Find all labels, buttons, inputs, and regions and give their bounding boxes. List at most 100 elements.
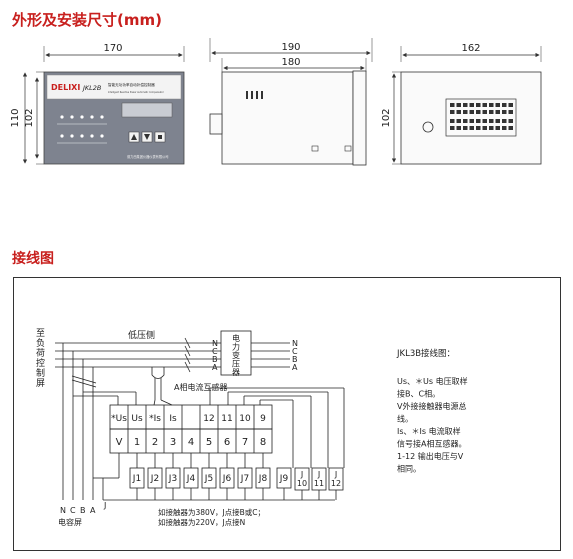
- side-inner-label: 180: [281, 57, 300, 68]
- terminal-screw: [463, 103, 468, 107]
- legend-line: V外接接触器电源总: [397, 401, 466, 411]
- legend-line: Us、＊Us 电压取样: [397, 376, 468, 386]
- terminal-top-label: 10: [239, 414, 251, 424]
- terminal-screw: [469, 110, 474, 114]
- contactor-label: J6: [222, 474, 232, 484]
- terminal-screw: [463, 110, 468, 114]
- front-inner-height-label: 102: [24, 108, 35, 127]
- left-label-char: 屏: [36, 378, 45, 389]
- terminal-screw: [476, 126, 481, 130]
- terminal-screw: [476, 103, 481, 107]
- side-outer-label: 190: [281, 42, 300, 53]
- terminal-screw: [489, 126, 494, 130]
- terminal-top-label: 12: [203, 414, 214, 424]
- terminal-screw: [469, 126, 474, 130]
- terminal-screw: [463, 126, 468, 130]
- terminal-screw: [502, 110, 507, 114]
- contactor-label: J2: [150, 474, 159, 484]
- left-label-char: 制: [36, 367, 45, 379]
- terminal-screw: [495, 119, 500, 123]
- phase-label: A: [292, 363, 298, 372]
- phase-label: B: [212, 355, 218, 364]
- contactor-label: J5: [204, 474, 213, 484]
- device-name-en: Intelligent Reactive Power Automatic Com…: [108, 91, 164, 94]
- terminal-screw: [456, 119, 461, 123]
- transformer-label-char: 变: [232, 350, 240, 360]
- terminal-top-label: 9: [260, 414, 266, 424]
- legend-line: 接B、C相。: [397, 389, 440, 399]
- brand-logo: DELIXI: [51, 83, 80, 92]
- bottom-phase-label: C: [70, 506, 76, 515]
- side-bezel: [352, 70, 367, 166]
- back-height-label: 102: [381, 108, 392, 127]
- terminal-screw: [476, 119, 481, 123]
- terminal-screw: [508, 126, 513, 130]
- section2-title: 接线图: [12, 251, 54, 267]
- terminal-screw: [482, 110, 487, 114]
- legend-line: 线。: [397, 414, 413, 424]
- terminal-screw: [476, 110, 481, 114]
- panel-buttons: [128, 131, 166, 143]
- terminal-bottom-label: V: [116, 437, 123, 448]
- contactor-label: J: [300, 470, 303, 479]
- terminal-screw: [508, 119, 513, 123]
- terminal-bottom-label: 3: [170, 437, 176, 448]
- model-label: JKL2B: [81, 84, 102, 92]
- transformer-box: [220, 330, 252, 376]
- j-label: J: [103, 501, 106, 510]
- terminal-screw: [450, 119, 455, 123]
- terminal-screw: [495, 103, 500, 107]
- bottom-phase-label: A: [90, 506, 96, 515]
- side-clip-right: [344, 145, 352, 152]
- phase-label: N: [292, 339, 298, 348]
- side-view: 190 180: [209, 38, 373, 166]
- terminal-screw: [502, 103, 507, 107]
- transformer-label-char: 器: [232, 368, 240, 377]
- back-width-label: 162: [461, 43, 480, 54]
- contactor-label: J8: [258, 474, 268, 484]
- side-body: [221, 71, 354, 165]
- contactor-label: J1: [132, 474, 141, 484]
- terminal-screw: [469, 119, 474, 123]
- legend-line: Is、＊Is 电流取样: [397, 426, 461, 436]
- display-window: [121, 102, 173, 118]
- terminal-bottom-label: 8: [260, 437, 266, 448]
- terminal-screw: [450, 110, 455, 114]
- contactor-label: J4: [186, 474, 196, 484]
- terminal-bottom-label: 2: [152, 437, 158, 448]
- indicator-leds: [60, 115, 104, 138]
- legend-title: JKL3B接线图：: [396, 348, 455, 359]
- terminal-top-label: *Us: [111, 414, 127, 424]
- terminal-screw: [482, 126, 487, 130]
- phase-label: C: [292, 347, 298, 356]
- device-bottom-text: 德力西集团仪器仪表有限公司: [127, 154, 168, 159]
- bottom-phase-label: N: [60, 506, 66, 515]
- terminal-top-label: Is: [169, 414, 177, 424]
- note-380: 如接触器为380V，J点接B或C；: [158, 507, 265, 517]
- terminal-screw: [502, 119, 507, 123]
- left-label-char: 荷: [36, 348, 45, 359]
- terminal-screw: [456, 126, 461, 130]
- contactor-label: J7: [240, 474, 249, 484]
- wiring-frame: [13, 277, 561, 551]
- contactor-label: 12: [331, 479, 341, 488]
- note-220: 如接触器为220V，J点接N: [158, 517, 245, 527]
- contactor-label: J: [317, 470, 320, 479]
- back-knob: [422, 121, 434, 133]
- left-label-char: 至: [36, 328, 45, 339]
- phase-label: B: [292, 355, 298, 364]
- dimension-drawings: 170 110 102 DELIXI JKL2B 智能无功功率自动补偿控制器 I…: [10, 38, 542, 166]
- legend-line: 相同。: [397, 464, 421, 474]
- transformer-label-char: 力: [232, 342, 240, 352]
- back-view: 162 102: [381, 43, 542, 165]
- terminal-top-label: *Is: [149, 414, 161, 424]
- terminal-screw: [489, 119, 494, 123]
- terminal-bottom-label: 5: [206, 437, 212, 448]
- terminal-top-label: 11: [221, 414, 232, 424]
- transformer-label-char: 压: [232, 360, 240, 369]
